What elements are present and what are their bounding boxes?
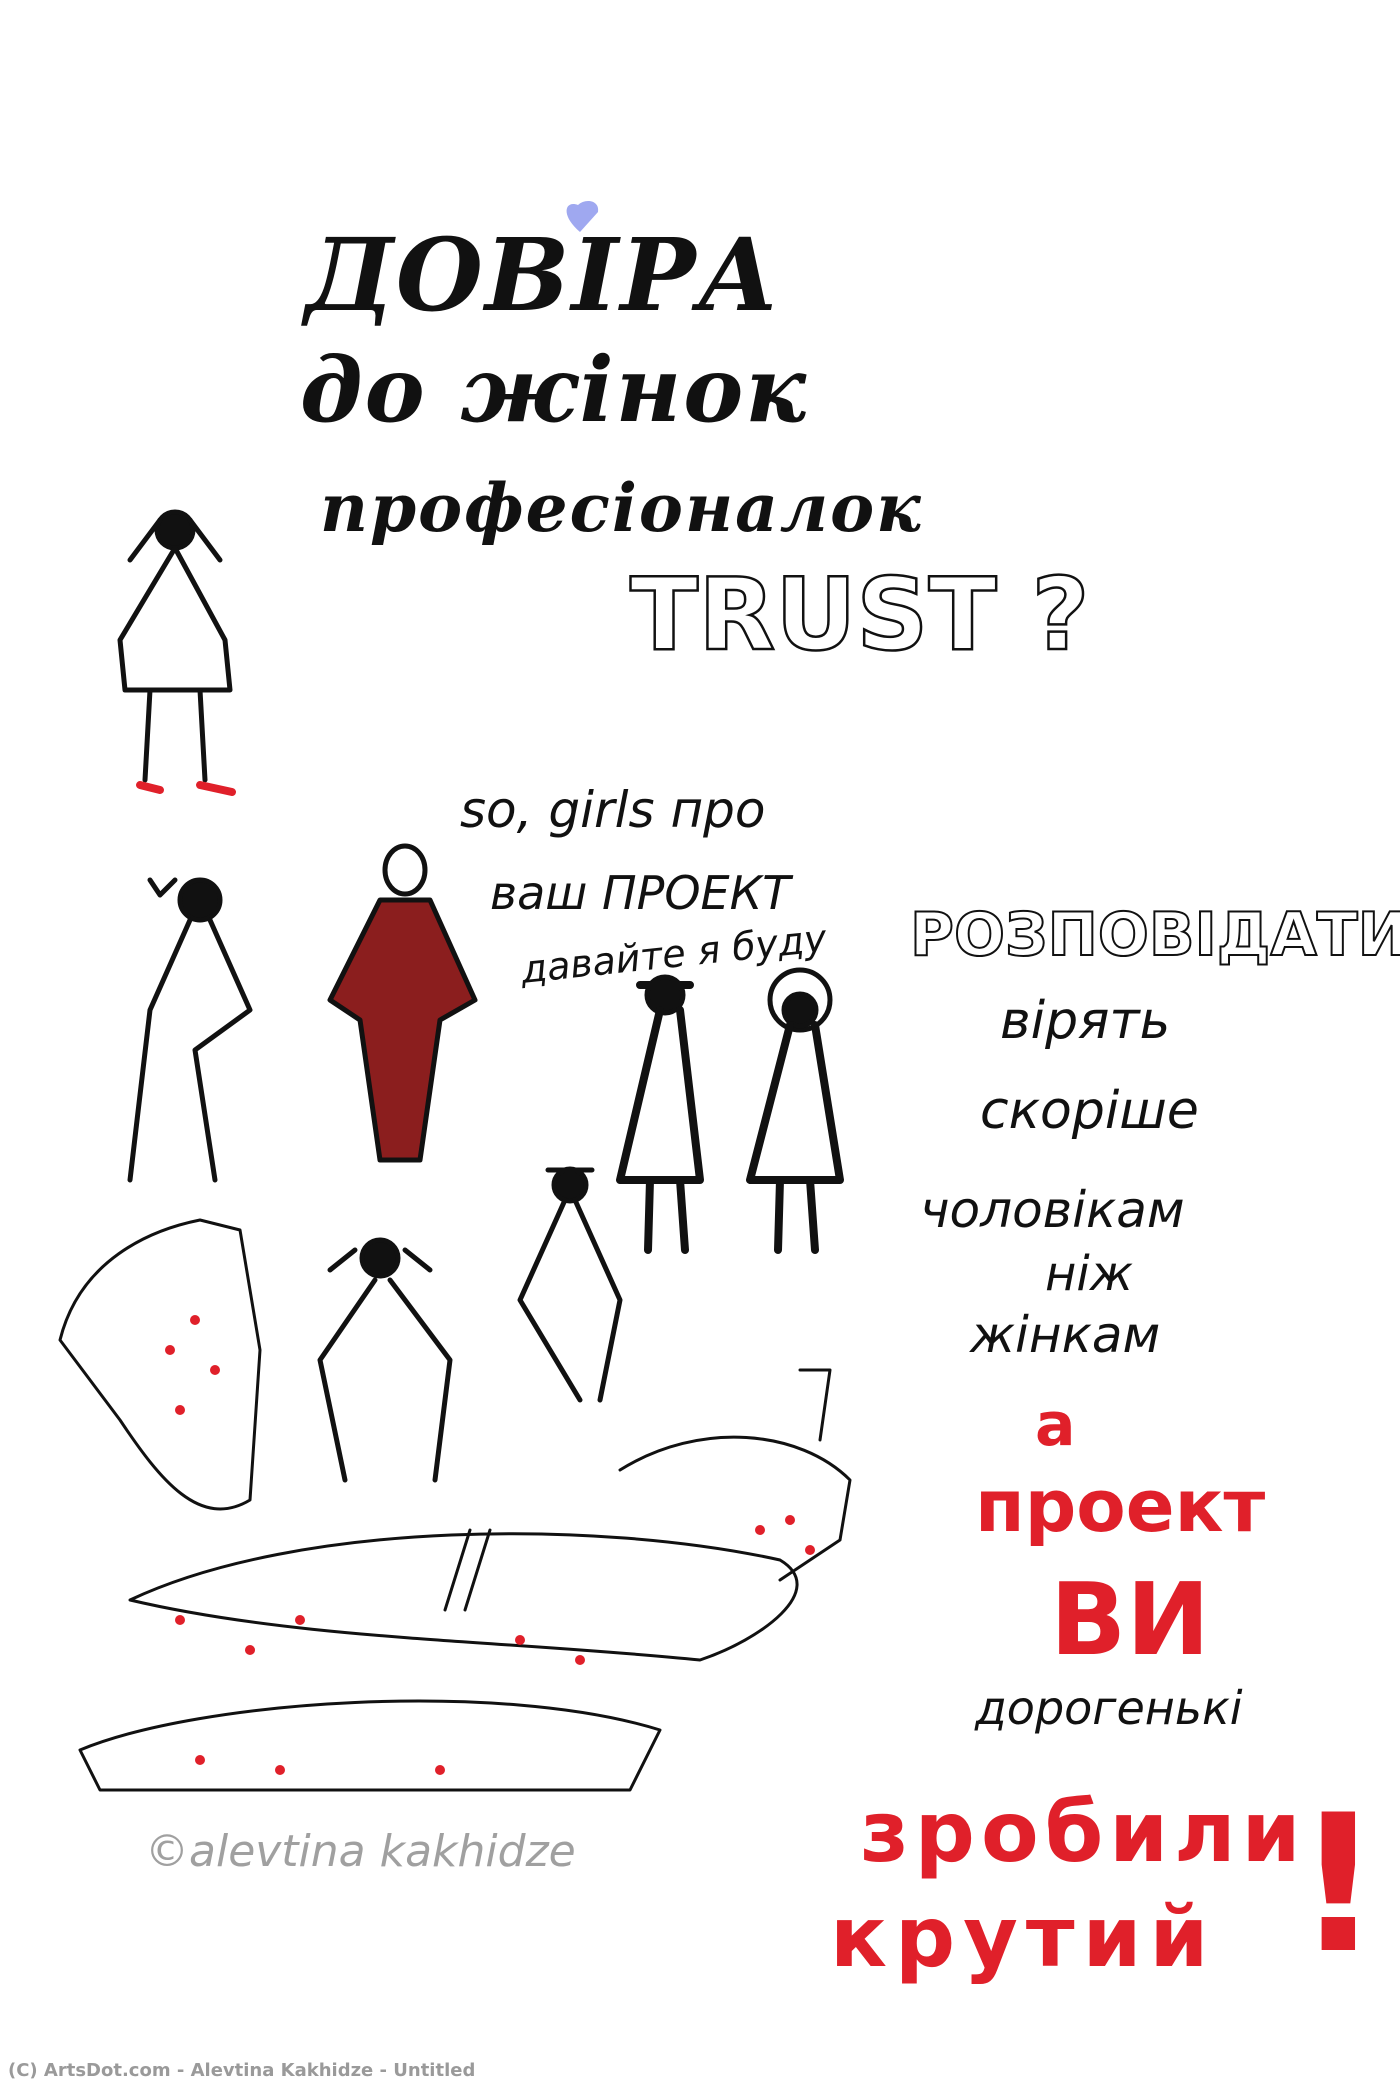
house-dots (165, 1315, 815, 1775)
right-line-2: вірять (1000, 991, 1171, 1051)
red-line-a: а (1035, 1390, 1076, 1460)
figure-messy-hair (317, 1237, 453, 1483)
red-line-you: ВИ (1050, 1561, 1210, 1678)
title-line-3: професіоналок (320, 469, 923, 547)
figure-hat-1 (616, 974, 704, 1254)
trust-text: TRUST ? (629, 556, 1091, 673)
speech-line-1: so, girls про (460, 781, 766, 839)
title-line-2: до жінок (300, 337, 809, 443)
houses (58, 1218, 852, 1792)
drawing (58, 200, 852, 1792)
figure-veiled-woman (117, 509, 236, 796)
heart-icon (566, 200, 599, 232)
exclamation-mark: ! (1295, 1774, 1382, 1995)
right-line-3: скоріше (980, 1081, 1199, 1141)
figure-hat-2 (517, 1166, 623, 1403)
dear-text: дорогенькі (975, 1681, 1243, 1735)
final-line-2: крутий (830, 1888, 1217, 1986)
red-line-project: проект (975, 1464, 1266, 1548)
right-line-6: жінкам (970, 1306, 1161, 1364)
right-line-5: ніж (1045, 1246, 1133, 1302)
figure-hand-on-hip (127, 877, 253, 1183)
copyright-footer: (C) ArtsDot.com - Alevtina Kakhidze - Un… (8, 2060, 476, 2081)
speech-line-2: ваш ПРОЕКТ (490, 866, 791, 920)
right-line-4: чоловікам (920, 1181, 1185, 1239)
title-line-1: ДОВІРА (305, 216, 781, 334)
final-line-1: зробили (860, 1783, 1307, 1881)
artist-signature: ©alevtina kakhidze (145, 1826, 576, 1877)
right-line-1: РОЗПОВІДАТИ– (909, 900, 1400, 970)
figure-red-suit (327, 843, 478, 1163)
figure-curly-hair (746, 967, 844, 1254)
